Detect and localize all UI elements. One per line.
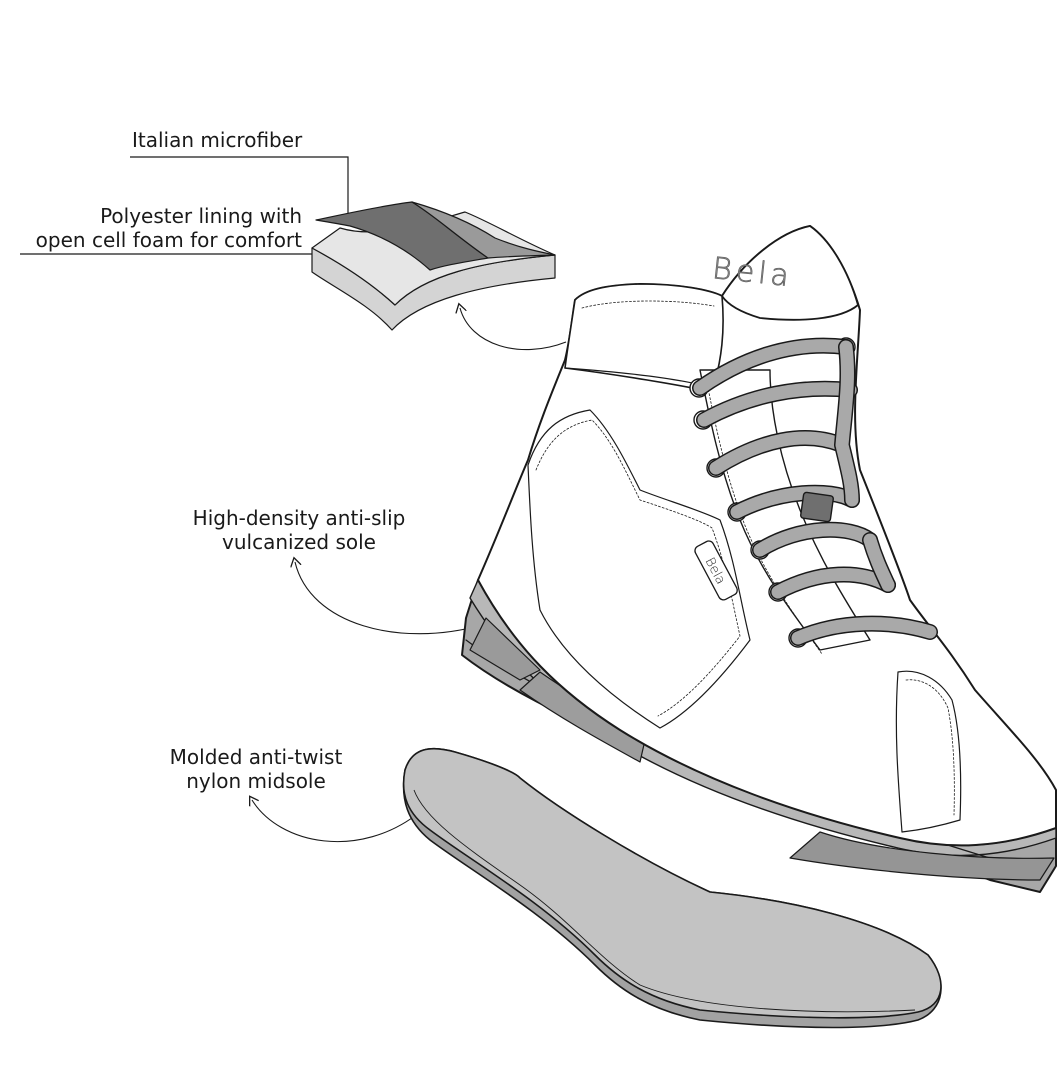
microfiber-underside: [411, 201, 556, 259]
leader-microfiber: [130, 156, 349, 218]
outsole-toe-bumper: [789, 831, 1055, 881]
laces: [692, 337, 938, 646]
toe-overlay: [895, 670, 962, 833]
callout-lining-line-1: Polyester lining with: [100, 204, 302, 228]
shoe: Bela Bela: [461, 225, 1057, 893]
lace-cross-fill: [835, 340, 895, 592]
arrow-lining: [460, 308, 567, 351]
callout-lining: Polyester lining with open cell foam for…: [20, 204, 302, 252]
callout-midsole: Molded anti-twist nylon midsole: [140, 745, 372, 793]
outsole-heel-notch: [469, 617, 541, 681]
material-swatch: [311, 201, 556, 331]
microfiber-layer: [315, 201, 489, 271]
callout-microfiber-text: Italian microfiber: [132, 128, 303, 152]
heel-panel-stitch: [535, 419, 741, 717]
callout-sole: High-density anti-slip vulcanized sole: [176, 506, 422, 554]
callout-midsole-line-1: Molded anti-twist: [169, 745, 343, 769]
collar-stitch: [581, 300, 715, 309]
callout-arrows: [252, 308, 567, 843]
leader-lines: [20, 156, 349, 255]
arrow-midsole: [252, 800, 421, 843]
callout-sole-line-2: vulcanized sole: [222, 530, 376, 554]
callout-microfiber: Italian microfiber: [132, 128, 302, 152]
lace-keeper: [800, 491, 834, 523]
callout-sole-line-1: High-density anti-slip: [192, 506, 406, 530]
callout-lining-line-2: open cell foam for comfort: [35, 228, 302, 252]
arrow-sole: [295, 562, 483, 635]
lace-fill: [693, 339, 937, 645]
midsole: [402, 747, 942, 1029]
heel-panel: [527, 409, 751, 729]
tongue-logo: Bela: [711, 251, 795, 294]
tongue: [721, 225, 859, 321]
midsole-top: [402, 747, 942, 1019]
midsole-inner-line: [413, 789, 916, 1013]
callout-midsole-line-2: nylon midsole: [186, 769, 326, 793]
